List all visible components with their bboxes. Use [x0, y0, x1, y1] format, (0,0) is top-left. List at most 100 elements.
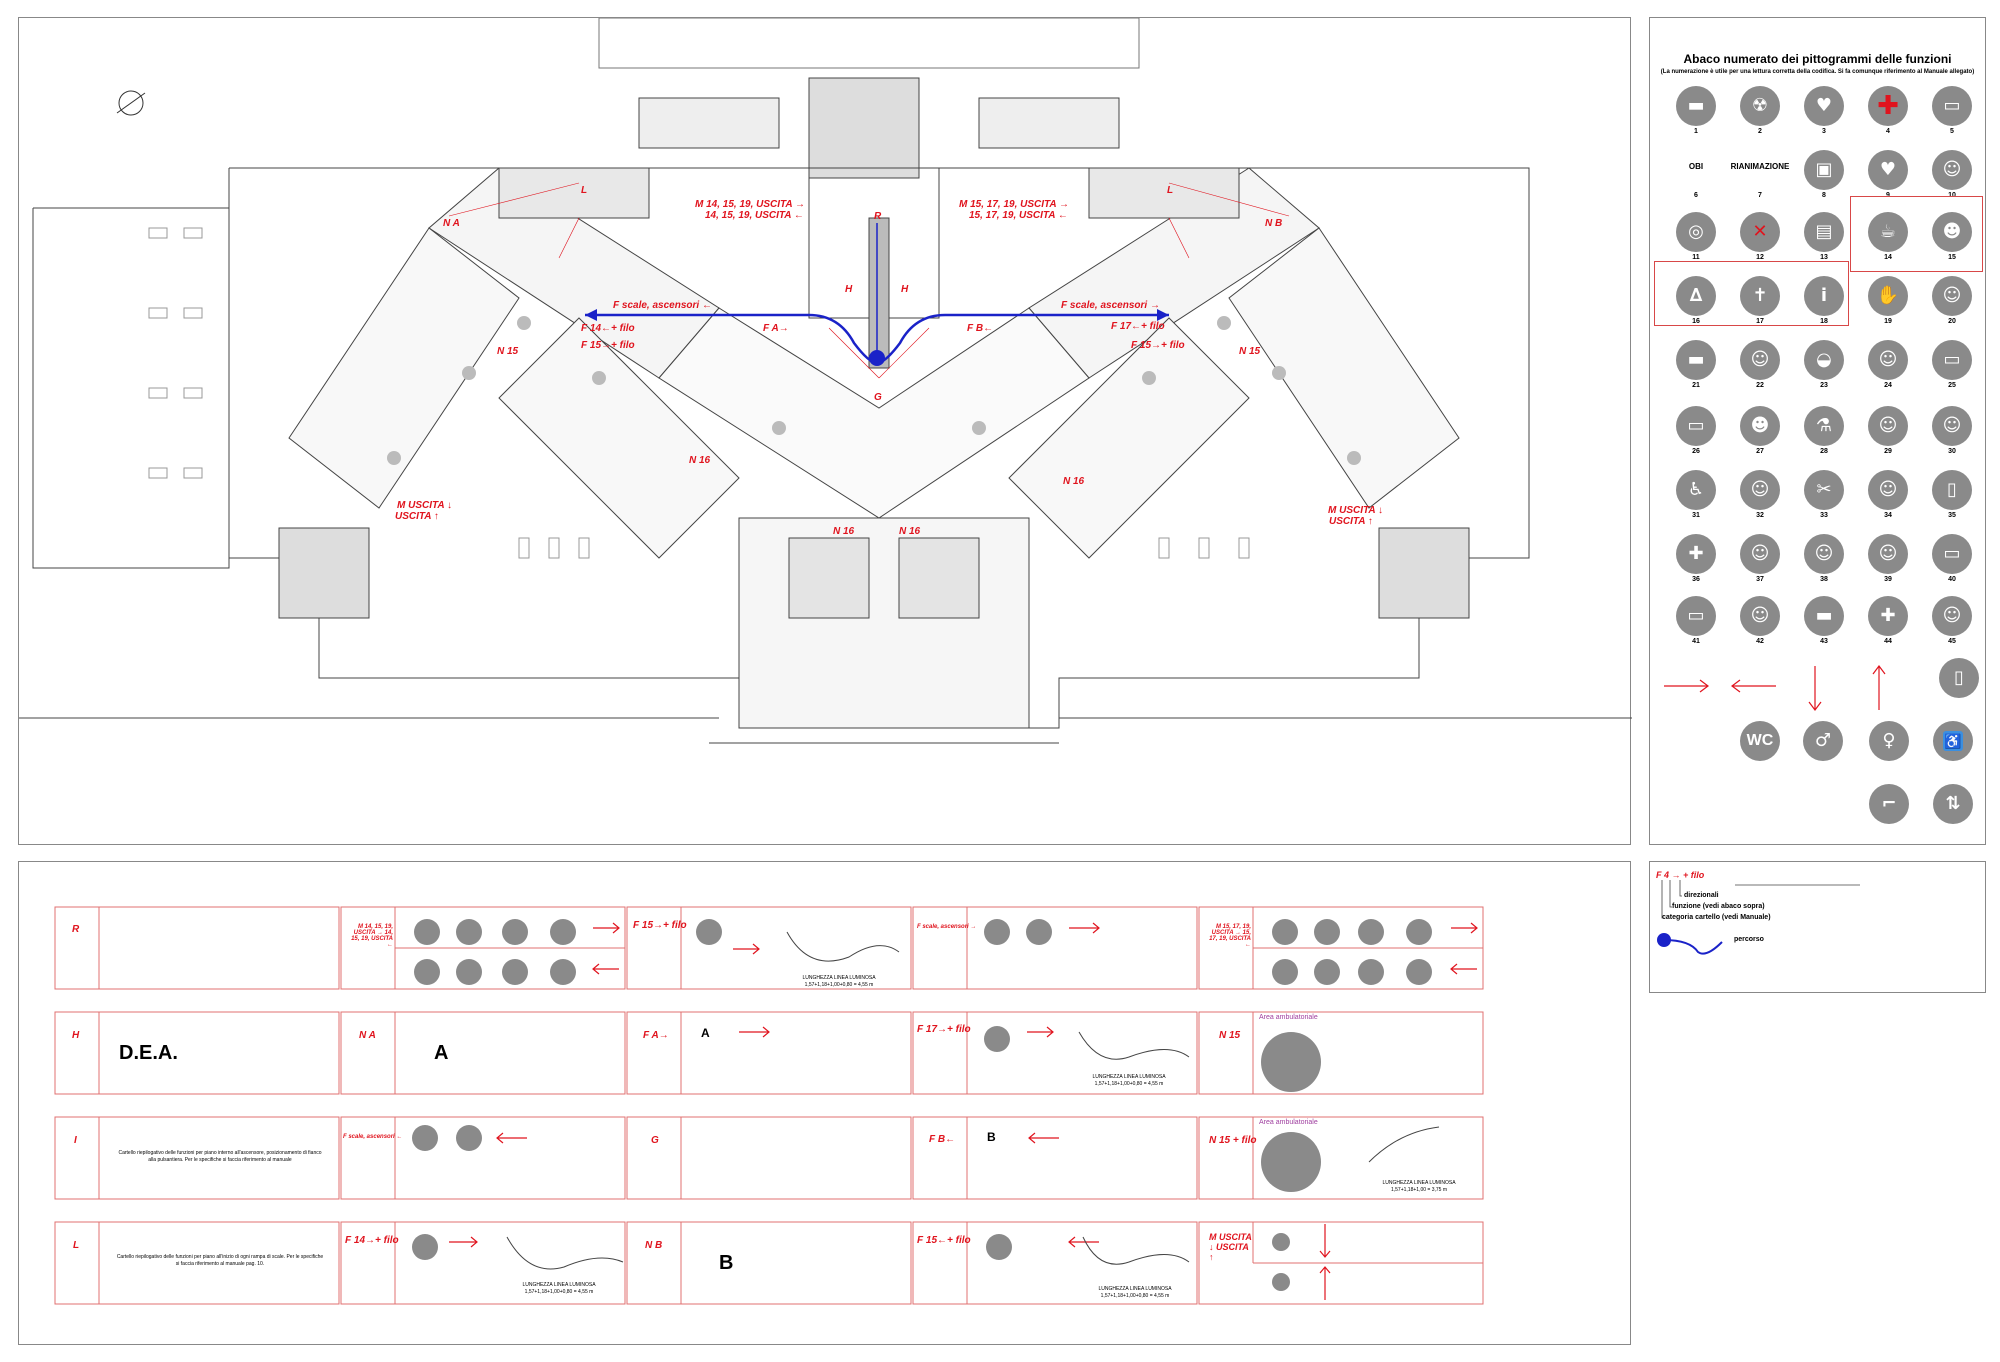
key-funzione: funzione (vedi abaco sopra) — [1672, 903, 1765, 910]
sign-lungh-formula-2: 1,57+1,18+1,00+0,80 = 4,55 m — [1094, 1081, 1164, 1087]
sign-text-dea: D.E.A. — [119, 1042, 178, 1064]
pictogram-number-30: 30 — [1948, 448, 1956, 455]
exam-icon: ☺ — [1804, 534, 1844, 574]
pictogram-text-7: RIANIMAZIONE — [1730, 162, 1790, 171]
pictogram-number-26: 26 — [1692, 448, 1700, 455]
sign-caption-area-amb-2: Area ambulatoriale — [1259, 1119, 1318, 1126]
plan-label-m-exit-left-1: M USCITA ↓ — [397, 500, 452, 511]
chapel-icon: ✝ — [1740, 276, 1780, 316]
cardiology-icon: ♥ — [1804, 86, 1844, 126]
baby-icon: ☺ — [1932, 596, 1972, 636]
pictogram-number-38: 38 — [1820, 576, 1828, 583]
plan-label-n16-a: N 16 — [689, 455, 711, 466]
sign-code-f-scale: F scale, ascensori ← — [343, 1134, 403, 1140]
plan-label-f15-left: F 15→+ filo — [581, 340, 635, 351]
sign-code-m2: M 15, 17, 19, USCITA → 15, 17, 19, USCIT… — [1209, 924, 1251, 948]
plan-label-n15-left: N 15 — [497, 346, 519, 357]
key-direzionali: direzionali — [1684, 892, 1719, 899]
plan-label-l-left: L — [581, 185, 588, 196]
pictogram-number-43: 43 — [1820, 638, 1828, 645]
highlight-box-right — [1850, 196, 1983, 272]
plan-label-n16-b: N 16 — [1063, 476, 1085, 487]
plan-label-g: G — [874, 392, 882, 403]
plan-label-nb: N B — [1265, 218, 1283, 229]
exam-icon: ☺ — [1932, 406, 1972, 446]
plan-label-m-left-2: 14, 15, 19, USCITA ← — [705, 210, 804, 221]
elevator-icon: ⇅ — [1933, 784, 1973, 824]
radiation-icon: ☢ — [1740, 86, 1780, 126]
pictogram-number-28: 28 — [1820, 448, 1828, 455]
hand-card-icon: ✋ — [1868, 276, 1908, 316]
sign-code-n15b: N 15 + filo — [1209, 1135, 1257, 1146]
pictogram-number-44: 44 — [1884, 638, 1892, 645]
pictogram-number-34: 34 — [1884, 512, 1892, 519]
pictogram-number-13: 13 — [1820, 254, 1828, 261]
pictogram-number-33: 33 — [1820, 512, 1828, 519]
pictogram-number-5: 5 — [1950, 128, 1954, 135]
sign-code-m-exit: M USCITA ↓ USCITA ↑ — [1209, 1232, 1252, 1262]
sign-text-a: A — [434, 1042, 449, 1064]
meeting-icon: ☺ — [1740, 470, 1780, 510]
pictogram-number-40: 40 — [1948, 576, 1956, 583]
bed-icon: ▭ — [1932, 86, 1972, 126]
doctor-icon: ☺ — [1740, 340, 1780, 380]
sign-note-i: Cartello riepilogativo delle funzioni pe… — [118, 1150, 322, 1163]
family-icon: ☺ — [1740, 534, 1780, 574]
stretcher-icon: ▬ — [1804, 596, 1844, 636]
pictogram-number-1: 1 — [1694, 128, 1698, 135]
sign-table-frame: R H I L D.E.A. Cartello riepilogativo de… — [18, 861, 1631, 1345]
pictogram-number-42: 42 — [1756, 638, 1764, 645]
stretcher-icon: ▬ — [1676, 86, 1716, 126]
man-icon: ♂ — [1803, 721, 1843, 761]
plan-label-m-exit-right-2: USCITA ↑ — [1329, 516, 1373, 527]
info-icon: i — [1804, 276, 1844, 316]
bed-patient-icon: ▭ — [1932, 340, 1972, 380]
pictogram-number-27: 27 — [1756, 448, 1764, 455]
reception-icon: ☻ — [1740, 406, 1780, 446]
wheelchair-exam-icon: ♿ — [1676, 470, 1716, 510]
plan-label-m-left-1: M 14, 15, 19, USCITA → — [695, 199, 806, 210]
sign-code-f15: F 15→+ filo — [633, 920, 687, 931]
pictogram-number-7: 7 — [1758, 192, 1762, 199]
plan-label-m-right-2: 15, 17, 19, USCITA ← — [969, 210, 1068, 221]
key-categoria: categoria cartello (vedi Manuale) — [1662, 914, 1771, 921]
sign-code-r: R — [72, 924, 80, 935]
pictogram-number-14: 14 — [1884, 254, 1892, 261]
pictogram-number-17: 17 — [1756, 318, 1764, 325]
plan-label-h-right: H — [901, 284, 909, 295]
no-entry-icon: ✕ — [1740, 212, 1780, 252]
sign-lungh-label-3: LUNGHEZZA LINEA LUMINOSA — [1382, 1180, 1456, 1186]
key-panel: F 4 → + filo direzionali funzione (vedi … — [1649, 861, 1986, 993]
plan-label-n16-d: N 16 — [899, 526, 921, 537]
scale-icon: ◎ — [1676, 212, 1716, 252]
pictogram-number-45: 45 — [1948, 638, 1956, 645]
stairs-icon: ⌐ — [1869, 784, 1909, 824]
pictogram-number-18: 18 — [1820, 318, 1828, 325]
direction-arrows — [1664, 665, 1886, 711]
instruments-icon: ✂ — [1804, 470, 1844, 510]
heart-icon: ♥ — [1868, 150, 1908, 190]
pictogram-number-25: 25 — [1948, 382, 1956, 389]
monitor-bed-icon: ▣ — [1804, 150, 1844, 190]
sign-code-f14: F 14→+ filo — [345, 1235, 399, 1246]
sign-table-grid — [54, 906, 1484, 1305]
nurse-icon: ☺ — [1868, 534, 1908, 574]
bed-patient-icon: ▭ — [1932, 534, 1972, 574]
sign-text-b-small: B — [987, 1130, 996, 1144]
key-percorso: percorso — [1734, 936, 1764, 943]
pictogram-number-19: 19 — [1884, 318, 1892, 325]
pictogram-number-31: 31 — [1692, 512, 1700, 519]
plan-label-f-scale-left: F scale, ascensori ← — [613, 300, 712, 311]
pictogram-number-2: 2 — [1758, 128, 1762, 135]
sign-text-b: B — [719, 1252, 734, 1274]
pictogram-number-16: 16 — [1692, 318, 1700, 325]
sign-code-na: N A — [359, 1030, 376, 1041]
exam-icon: ☺ — [1868, 406, 1908, 446]
wc-icon: WC — [1740, 721, 1780, 761]
pictogram-number-10: 10 — [1948, 192, 1956, 199]
exam-bed-icon: ▭ — [1676, 406, 1716, 446]
exit-door-icon: ▯ — [1939, 658, 1979, 698]
plan-label-m-exit-left-2: USCITA ↑ — [395, 511, 439, 522]
pictogram-number-4: 4 — [1886, 128, 1890, 135]
desk-icon: ▤ — [1804, 212, 1844, 252]
